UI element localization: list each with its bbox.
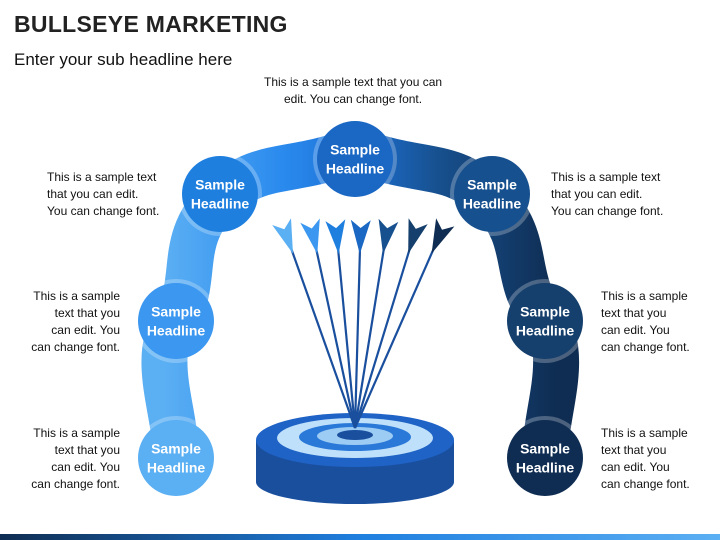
arrow-shaft <box>289 247 357 429</box>
arrow-fletching <box>431 218 455 254</box>
arrow-shaft <box>353 247 436 429</box>
description-top: This is a sample text that you can edit.… <box>264 75 443 106</box>
arrow-shaft <box>353 247 362 429</box>
arrow-3 <box>325 219 357 429</box>
description-middle-right: This is a sample text that you can edit.… <box>601 289 690 354</box>
arrow-fletching <box>300 218 320 254</box>
bullseye-target <box>256 413 454 504</box>
description-lower-right: This is a sample text that you can edit.… <box>601 426 690 491</box>
arrow-fletching <box>350 219 371 254</box>
headline-node-circle <box>138 420 214 496</box>
description-upper-left: This is a sample text that you can edit.… <box>47 170 160 218</box>
headline-node-circle <box>138 283 214 359</box>
arrow-fletching <box>325 219 346 254</box>
arrow-shaft <box>353 247 412 429</box>
page-title: BULLSEYE MARKETING <box>14 11 288 37</box>
arrow-fletching <box>378 218 399 254</box>
target-bottom <box>256 460 454 504</box>
arrow-6 <box>353 218 428 429</box>
description-lower-left: This is a sample text that you can edit.… <box>31 426 120 491</box>
page-subtitle: Enter your sub headline here <box>14 50 233 69</box>
description-upper-right: This is a sample text that you can edit.… <box>551 170 664 218</box>
arrow-shaft <box>314 247 357 429</box>
headline-node-circle <box>454 156 530 232</box>
headline-node-circle <box>182 156 258 232</box>
arrow-4 <box>350 219 371 429</box>
arrow-5 <box>353 218 399 429</box>
arrow-fletching <box>272 218 293 254</box>
headline-node-circle <box>507 283 583 359</box>
headline-node-circle <box>507 420 583 496</box>
arrow-shaft <box>336 247 357 429</box>
target-bullseye <box>337 430 373 440</box>
arrow-2 <box>300 218 357 429</box>
arrow-group <box>272 218 455 429</box>
arrow-shaft <box>353 247 386 429</box>
arrow-fletching <box>408 218 428 254</box>
bottom-accent-bar <box>0 534 720 540</box>
description-middle-left: This is a sample text that you can edit.… <box>31 289 120 354</box>
headline-node-circle <box>317 121 393 197</box>
arrow-1 <box>272 218 357 429</box>
arrow-7 <box>353 218 455 429</box>
